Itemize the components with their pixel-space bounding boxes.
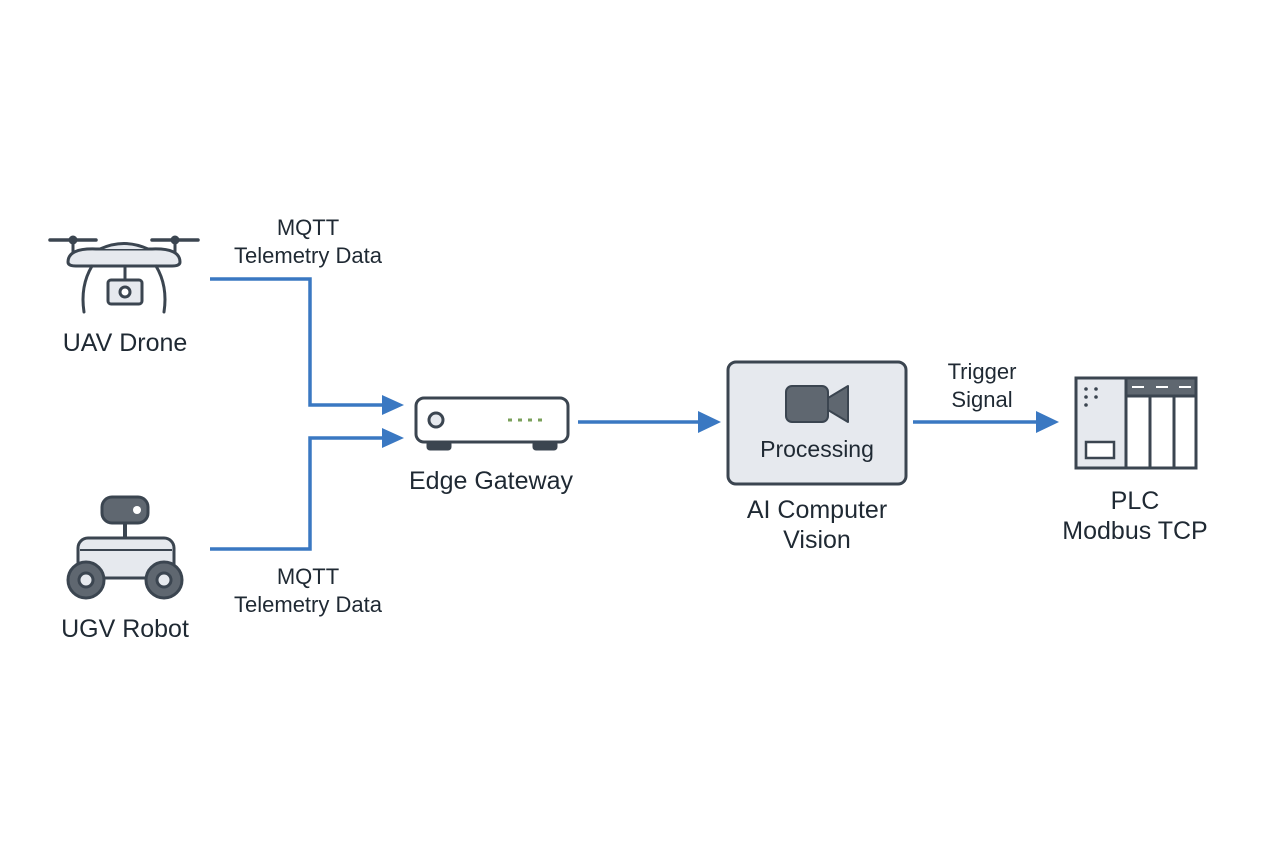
robot-icon (66, 495, 184, 600)
ugv-node-label: UGV Robot (61, 615, 189, 643)
gateway-node-label: Edge Gateway (409, 467, 573, 495)
vision-to-plc-arrowhead (1036, 411, 1059, 433)
plc-icon (1074, 376, 1198, 470)
connectors (210, 277, 1059, 551)
ugv-to-gateway-arrowhead (382, 428, 404, 448)
drone-icon (48, 235, 200, 314)
ugv-to-gateway-connector (210, 436, 382, 551)
uav-to-gateway-arrowhead (382, 395, 404, 415)
plc-edge-label: Trigger Signal (947, 359, 1017, 412)
processing-label: Processing (760, 436, 874, 462)
uav-node-label: UAV Drone (62, 329, 188, 357)
video-camera-icon (785, 385, 849, 423)
vision-processing-box (726, 360, 908, 486)
plc-node-label: PLC Modbus TCP (1062, 487, 1208, 545)
ugv-edge-label: MQTT Telemetry Data (234, 564, 382, 617)
gateway-icon (414, 396, 570, 451)
uav-edge-label: MQTT Telemetry Data (234, 215, 382, 268)
vision-node-label: AI Computer Vision (746, 496, 888, 554)
uav-to-gateway-connector (210, 277, 382, 407)
gateway-to-vision-arrowhead (698, 411, 721, 433)
